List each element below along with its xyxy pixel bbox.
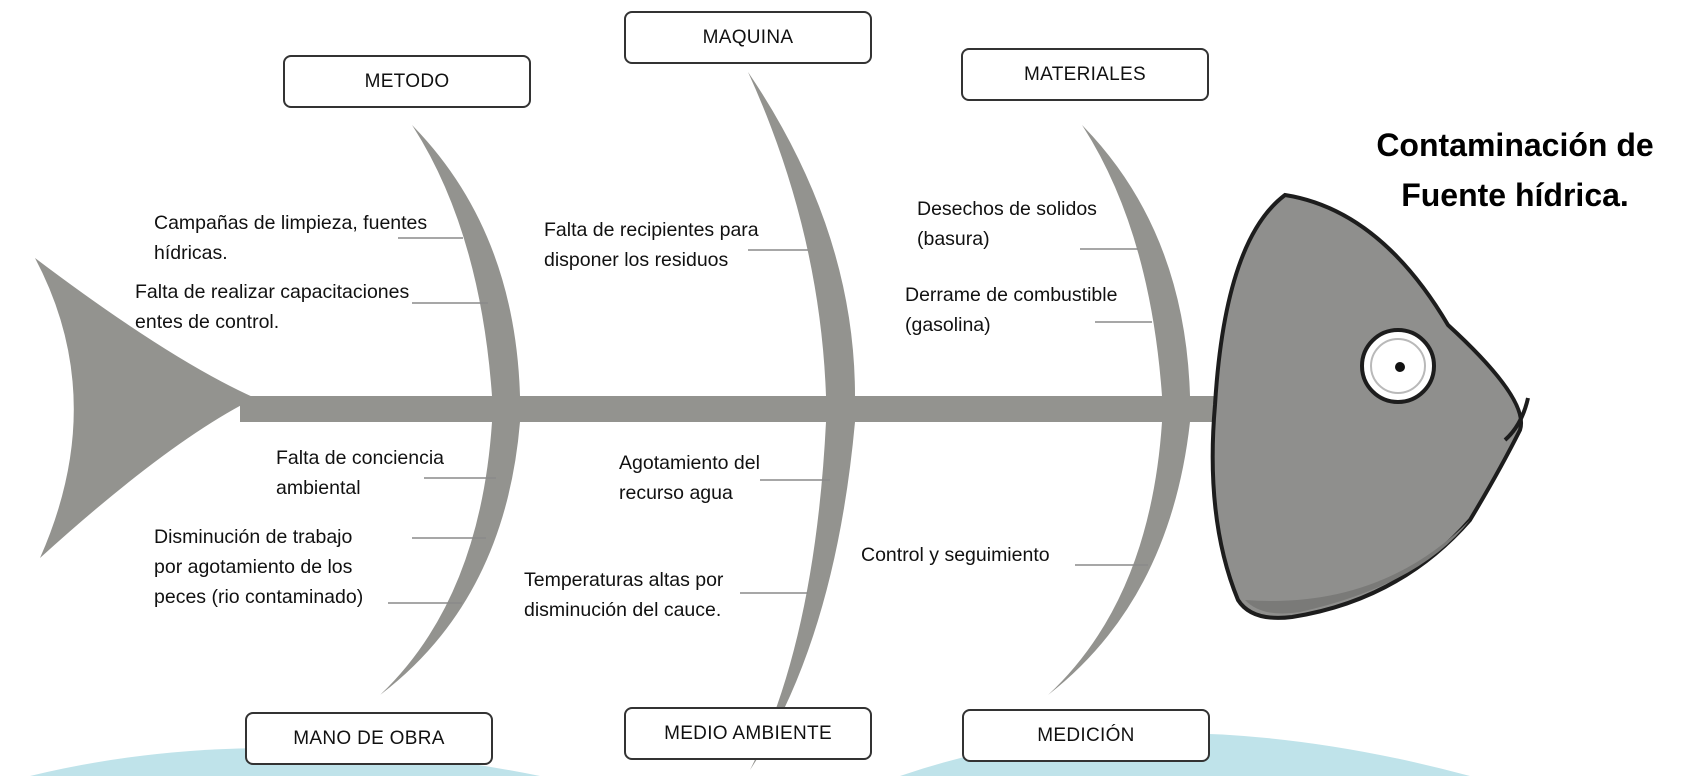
category-materiales: MATERIALES [961,48,1209,101]
rib-medicion [1048,422,1190,695]
category-metodo: METODO [283,55,531,108]
category-medicion: MEDICIÓN [962,709,1210,762]
cause-maquina-1: Falta de recipientes para disponer los r… [544,219,759,271]
fish-mouth [1503,397,1530,442]
fish-spine [240,396,1225,422]
fish-head [1210,192,1524,620]
fish-eye-pupil [1395,362,1405,372]
rib-mano-de-obra [380,422,520,695]
cause-medio-ambiente-1: Agotamiento del recurso agua [619,452,760,504]
cause-medicion-1: Control y seguimiento [861,544,1050,566]
category-maquina: MAQUINA [624,11,872,64]
cause-metodo-1: Campañas de limpieza, fuentes hídricas. [154,212,428,264]
fish-tail [35,258,255,558]
cause-mano-de-obra-2: Disminución de trabajo por agotamiento d… [154,526,364,608]
rib-medio-ambiente [750,422,855,770]
fish-head-shadow [1245,520,1470,614]
cause-medio-ambiente-2: Temperaturas altas por disminución del c… [524,569,724,621]
cause-metodo-2: Falta de realizar capacitaciones entes d… [135,281,410,333]
cause-mano-de-obra-1: Falta de conciencia ambiental [276,447,445,499]
category-medio-ambiente: MEDIO AMBIENTE [624,707,872,760]
rib-materiales [1082,125,1190,396]
rib-maquina [748,72,855,396]
cause-materiales-2: Derrame de combustible (gasolina) [905,284,1118,336]
category-mano-de-obra: MANO DE OBRA [245,712,493,765]
diagram-title: Contaminación de Fuente hídrica. [1376,127,1654,213]
cause-materiales-1: Desechos de solidos (basura) [917,198,1097,250]
rib-metodo [412,125,520,396]
